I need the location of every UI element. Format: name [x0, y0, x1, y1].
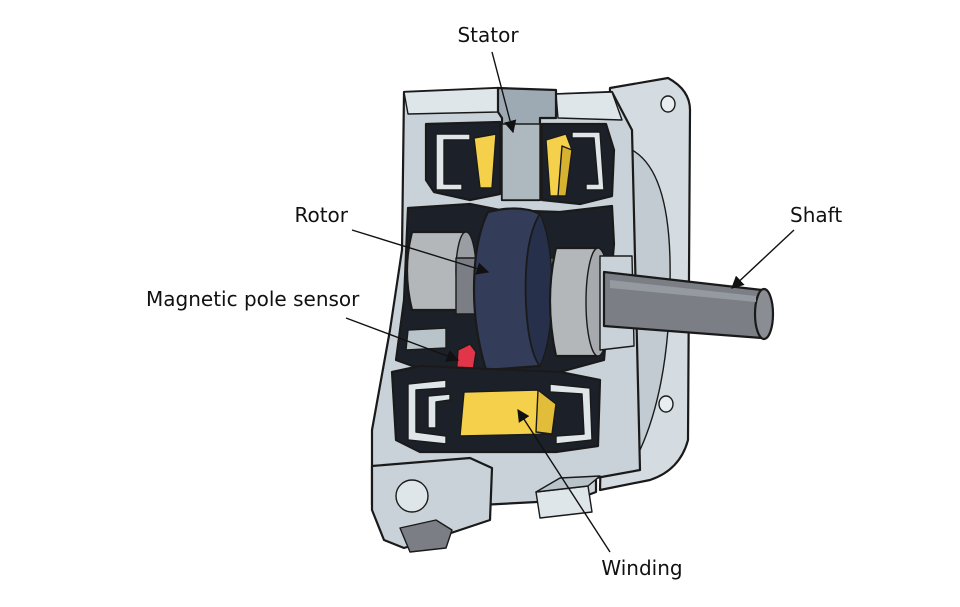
flange-hole-top	[660, 95, 676, 113]
upper-winding-left	[473, 133, 497, 189]
motor-body	[370, 76, 692, 553]
label-stator: Stator	[457, 23, 519, 47]
leader-winding	[517, 408, 611, 553]
leader-shaft	[731, 229, 795, 289]
lower-winding-edge	[535, 389, 557, 435]
shaft-end	[753, 287, 775, 341]
upper-left-bracket	[435, 133, 471, 191]
leader-rotor	[351, 229, 490, 275]
label-winding: Winding	[601, 556, 682, 580]
stator-face	[501, 123, 541, 201]
lower-right-bracket	[549, 383, 593, 445]
left-lower-block	[405, 327, 447, 351]
lower-left-bracket	[407, 379, 447, 445]
lower-left-bracket-inner	[427, 393, 451, 429]
leader-magnetic-pole-sensor	[345, 317, 460, 362]
output-shaft	[602, 270, 775, 341]
leader-stator	[491, 51, 517, 134]
callouts: Stator Rotor Shaft Magnetic pole sensor …	[146, 23, 842, 580]
shaft-highlight	[610, 280, 756, 302]
connector-base	[399, 519, 453, 553]
rotor-side	[525, 213, 553, 367]
label-shaft: Shaft	[790, 203, 842, 227]
housing-top-rim	[403, 87, 499, 115]
connector-tab-shade	[535, 475, 601, 493]
flange-hole-bottom	[658, 395, 674, 413]
label-rotor: Rotor	[294, 203, 348, 227]
label-magnetic-pole-sensor: Magnetic pole sensor	[146, 287, 360, 311]
connector-port	[395, 479, 429, 513]
upper-winding-right-shade	[557, 145, 573, 197]
upper-right-bracket	[571, 131, 605, 191]
housing-top-rim-right	[555, 91, 623, 121]
